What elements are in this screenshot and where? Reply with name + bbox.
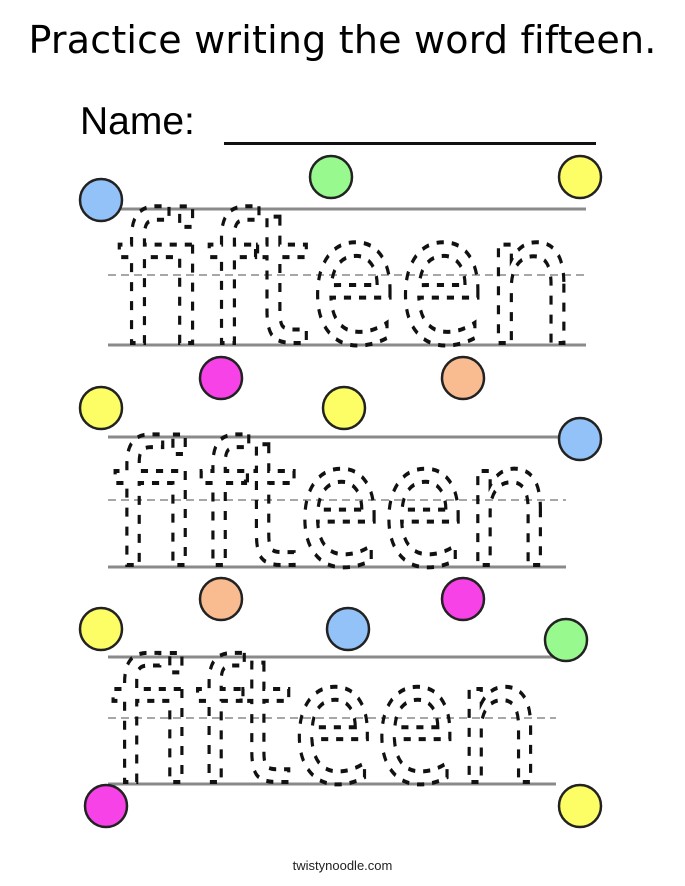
trace-word: fifteen — [112, 405, 552, 606]
decorative-dot — [557, 154, 603, 200]
decorative-dot — [308, 154, 354, 200]
decorative-dot — [321, 385, 367, 431]
decorative-dot — [440, 355, 486, 401]
decorative-dot — [543, 617, 589, 663]
decorative-dot — [557, 416, 603, 462]
decorative-dot — [325, 606, 371, 652]
practice-row-1: fifteen — [108, 175, 586, 388]
decorative-dot — [198, 576, 244, 622]
name-label: Name: — [80, 100, 195, 143]
decorative-dot — [83, 783, 129, 829]
name-line — [224, 142, 596, 145]
practice-row-2: fifteen — [108, 403, 566, 608]
trace-word: fifteen — [116, 177, 576, 386]
worksheet-title: Practice writing the word fifteen. — [28, 18, 657, 62]
decorative-dot — [78, 385, 124, 431]
decorative-dot — [440, 576, 486, 622]
decorative-dot — [557, 783, 603, 829]
site-credit: twistynoodle.com — [292, 858, 393, 873]
practice-row-3: fifteen — [108, 623, 556, 825]
decorative-dot — [198, 355, 244, 401]
trace-word: fifteen — [110, 625, 542, 823]
decorative-dot — [78, 606, 124, 652]
decorative-dot — [78, 177, 124, 223]
decorative-dots — [78, 154, 603, 829]
